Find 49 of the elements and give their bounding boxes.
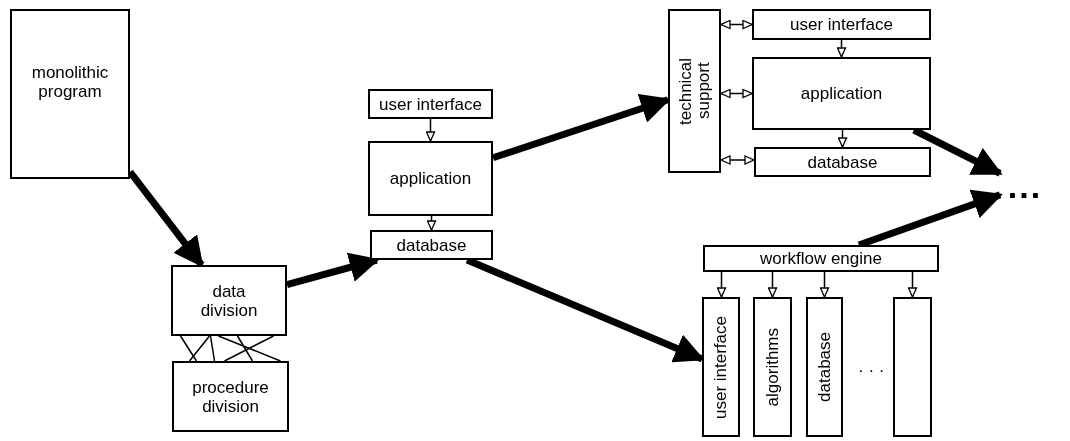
box-label: application — [799, 84, 884, 103]
process-box — [753, 297, 792, 437]
arrow — [819, 271, 830, 298]
process-box — [172, 361, 289, 432]
box-label: data division — [199, 281, 259, 320]
connector-line — [188, 335, 211, 362]
arrow — [836, 39, 847, 58]
process-box — [171, 265, 287, 336]
process-box — [368, 141, 493, 216]
arrow — [907, 271, 918, 298]
ellipsis-label: ... — [1007, 169, 1043, 203]
arrow — [425, 118, 436, 142]
arrow — [767, 271, 778, 298]
arrow — [837, 129, 848, 148]
process-box — [752, 57, 931, 130]
connector-line — [179, 335, 198, 362]
process-box — [368, 89, 493, 119]
process-box — [703, 245, 939, 272]
arrow — [720, 19, 753, 30]
process-box — [10, 9, 130, 179]
box-label: database — [815, 332, 834, 402]
box-label: database — [395, 235, 468, 255]
process-box — [754, 147, 931, 177]
box-label: algorithms — [763, 327, 782, 407]
connector-line — [209, 335, 216, 362]
box-label: user interface — [378, 94, 483, 114]
arrow — [720, 155, 755, 165]
box-label: user interface — [789, 15, 894, 34]
process-box — [752, 9, 931, 40]
box-label: procedure division — [191, 377, 270, 416]
box-label: monolithic program — [30, 63, 110, 101]
process-box — [668, 9, 721, 173]
arrow — [716, 271, 727, 298]
box-label: database — [806, 152, 879, 172]
box-label: user interface — [712, 315, 730, 419]
process-box — [806, 297, 843, 437]
thick-arrow — [286, 252, 380, 288]
arrow — [426, 215, 437, 231]
connector-line — [223, 335, 275, 362]
process-box — [702, 297, 740, 437]
empty-box — [893, 297, 932, 437]
box-label: workflow engine — [759, 249, 883, 268]
ellipsis-label: · · · — [858, 362, 885, 379]
box-label: technical support — [676, 56, 713, 127]
connector-line — [236, 335, 254, 362]
process-box — [370, 230, 493, 260]
box-label: application — [388, 169, 473, 188]
connector-line — [217, 335, 282, 362]
arrow — [720, 88, 753, 99]
